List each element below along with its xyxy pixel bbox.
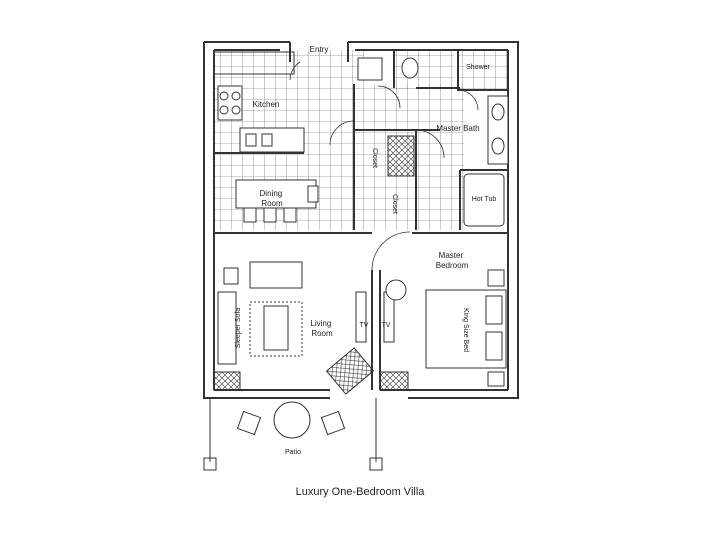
closet-label-1: Closet — [371, 148, 378, 168]
kitchen-fixtures — [213, 51, 305, 153]
dining-label: Dining Room — [260, 189, 285, 208]
tv-label-1: TV — [360, 322, 369, 329]
master-bath-label: Master Bath — [436, 124, 479, 133]
shower-label: Shower — [466, 64, 490, 71]
sleeper-sofa-label: Sleeper Sofa — [235, 308, 242, 349]
bedroom-furniture — [385, 269, 507, 387]
bath-fixtures — [357, 57, 509, 227]
door-swings — [289, 61, 479, 271]
tv-label-2: TV — [382, 322, 391, 329]
patio — [203, 398, 383, 471]
exterior-walls — [203, 41, 519, 399]
patio-label: Patio — [285, 449, 301, 456]
living-furniture — [213, 261, 409, 395]
dining-table — [235, 179, 319, 223]
closet-label-2: Closet — [391, 194, 398, 214]
kitchen-label: Kitchen — [253, 100, 280, 109]
hot-tub-label: Hot Tub — [472, 196, 497, 203]
master-bedroom-label: Master Bedroom — [436, 251, 469, 270]
king-size-bed-label: King Size Bed — [462, 308, 469, 352]
entry-label: Entry — [310, 45, 329, 54]
living-room-label: Living Room — [310, 319, 333, 338]
plan-caption: Luxury One-Bedroom Villa — [295, 486, 425, 498]
